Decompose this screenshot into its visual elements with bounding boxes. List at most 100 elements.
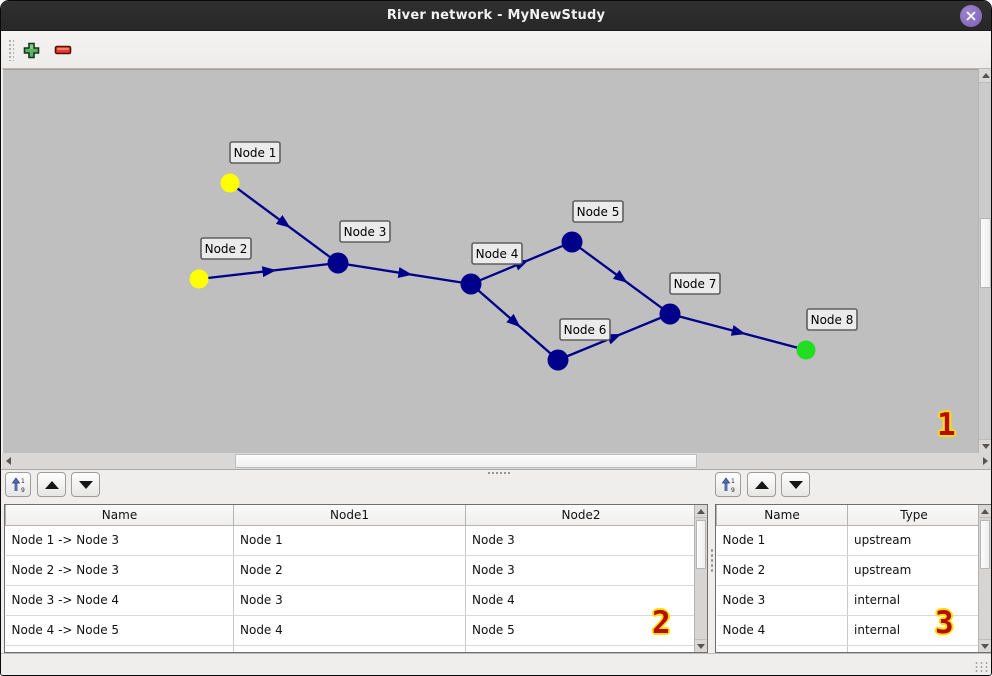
node-circle[interactable]	[189, 269, 209, 289]
table-cell[interactable]: Node 1 -> Node 3	[5, 525, 234, 556]
scroll-up-button[interactable]	[979, 505, 991, 518]
title-bar[interactable]: River network - MyNewStudy	[1, 1, 991, 31]
nodes-table-scrollbar[interactable]	[978, 505, 991, 652]
table-cell[interactable]	[233, 645, 466, 652]
node-circle[interactable]	[327, 252, 349, 274]
table-cell[interactable]: Node 2	[716, 555, 848, 586]
table-cell[interactable]: Node 4	[716, 615, 848, 646]
table-cell[interactable]	[716, 645, 848, 652]
table-cell[interactable]: Node 4 -> Node 5	[5, 615, 234, 646]
arrow-left-icon	[6, 457, 11, 465]
table-cell[interactable]: upstream	[847, 555, 981, 586]
column-header[interactable]: Name	[716, 505, 848, 526]
node-circle[interactable]	[460, 273, 482, 295]
arrow-down-icon	[981, 444, 990, 449]
table-row[interactable]	[5, 645, 697, 652]
scrollbar-thumb[interactable]	[696, 520, 706, 569]
arrow-up-icon	[697, 508, 705, 514]
node-circle[interactable]	[659, 303, 681, 325]
add-node-button[interactable]	[20, 39, 42, 61]
vertical-splitter-handle[interactable]	[710, 548, 714, 574]
node-label-text: Node 1	[234, 146, 277, 160]
node-label-text: Node 4	[476, 247, 519, 261]
column-header[interactable]: Type	[847, 505, 981, 526]
horizontal-splitter-handle[interactable]	[487, 471, 511, 475]
table-cell[interactable]: Node 4	[233, 615, 466, 646]
table-cell[interactable]: Node 1	[716, 525, 848, 556]
svg-text:1: 1	[731, 478, 735, 485]
column-header[interactable]: Node2	[465, 505, 697, 526]
node-label-box	[559, 318, 611, 341]
scroll-down-button[interactable]	[979, 439, 991, 453]
table-cell[interactable]: upstream	[847, 525, 981, 556]
edge-arrow-icon	[275, 215, 291, 228]
canvas-vertical-scrollbar[interactable]	[978, 69, 991, 453]
node-label-box	[806, 308, 858, 331]
table-cell[interactable]: Node 3	[716, 585, 848, 616]
node-label: Node 6	[559, 318, 611, 341]
close-button[interactable]	[960, 5, 982, 27]
table-cell[interactable]: Node 2 -> Node 3	[5, 555, 234, 586]
scrollbar-thumb[interactable]	[980, 520, 990, 569]
column-header[interactable]: Node1	[233, 505, 466, 526]
table-cell[interactable]	[465, 645, 697, 652]
scroll-down-button[interactable]	[695, 639, 707, 652]
scroll-left-button[interactable]	[2, 453, 15, 469]
arrow-down-icon	[697, 643, 705, 649]
scroll-down-button[interactable]	[979, 639, 991, 652]
node-label-text: Node 6	[564, 323, 607, 337]
sort-button[interactable]: 1 9	[715, 472, 741, 497]
table-cell[interactable]: Node 3 -> Node 4	[5, 585, 234, 616]
table-cell[interactable]: Node 2	[233, 555, 466, 586]
scrollbar-thumb[interactable]	[235, 454, 697, 468]
node-label: Node 3	[339, 220, 391, 243]
toolbar-drag-handle[interactable]	[8, 39, 14, 61]
column-header[interactable]: Name	[5, 505, 234, 526]
table-cell[interactable]: Node 1	[233, 525, 466, 556]
scroll-up-button[interactable]	[695, 505, 707, 518]
remove-node-button[interactable]	[52, 39, 74, 61]
node-circle[interactable]	[561, 231, 583, 253]
move-up-button[interactable]	[747, 472, 776, 497]
move-down-button[interactable]	[781, 472, 810, 497]
resize-grip[interactable]	[974, 661, 988, 673]
table-cell[interactable]	[847, 645, 981, 652]
canvas-horizontal-scrollbar[interactable]	[2, 453, 991, 469]
table-cell[interactable]: internal	[847, 615, 981, 646]
arrow-right-icon	[983, 457, 988, 465]
table-cell[interactable]: Node 3	[233, 585, 466, 616]
scroll-up-button[interactable]	[979, 69, 991, 83]
table-cell[interactable]: Node 3	[465, 525, 697, 556]
node-circle[interactable]	[220, 173, 240, 193]
edge-arrow-icon	[397, 267, 413, 278]
move-down-button[interactable]	[71, 472, 100, 497]
scrollbar-thumb[interactable]	[980, 218, 991, 288]
table-cell[interactable]: internal	[847, 585, 981, 616]
links-table-scrollbar[interactable]	[694, 505, 707, 652]
table-row[interactable]	[716, 645, 981, 652]
table-cell[interactable]	[5, 645, 234, 652]
move-up-button[interactable]	[37, 472, 66, 497]
sort-button[interactable]: 1 9	[5, 472, 31, 497]
node-circle[interactable]	[796, 340, 816, 360]
node-label: Node 8	[806, 308, 858, 331]
status-bar	[1, 653, 991, 675]
table-cell[interactable]: Node 3	[465, 555, 697, 586]
table-cell[interactable]: Node 4	[465, 585, 697, 616]
node-label: Node 4	[471, 242, 523, 265]
node-circle[interactable]	[547, 349, 569, 371]
scroll-right-button[interactable]	[979, 453, 991, 469]
table-cell[interactable]: Node 5	[465, 615, 697, 646]
